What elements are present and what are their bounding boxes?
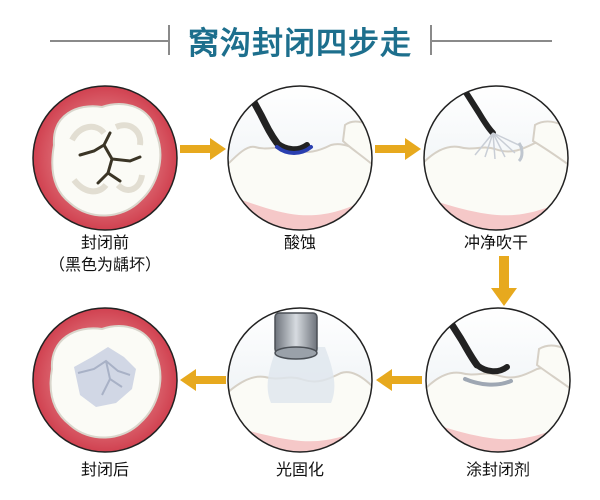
step-before-sealing <box>32 85 178 231</box>
step-label-acid: 酸蚀 <box>215 232 385 254</box>
step-title-after: 封闭后 <box>80 460 129 479</box>
step-label-rinse: 冲净吹干 <box>411 232 581 254</box>
step-title-rinse: 冲净吹干 <box>463 233 528 252</box>
acid-etch-icon <box>227 85 373 231</box>
tooth-caries-icon <box>32 85 178 231</box>
step-acid-etch <box>227 85 373 231</box>
step-label-sealant: 涂封闭剂 <box>413 459 583 481</box>
arrow-right-icon <box>180 138 226 160</box>
step-title-cure: 光固化 <box>275 460 324 479</box>
step-title-before: 封闭前 <box>80 233 129 252</box>
step-label-cure: 光固化 <box>215 459 385 481</box>
title-rule-right <box>432 40 552 42</box>
arrow-down-icon <box>491 256 517 306</box>
apply-sealant-icon <box>425 307 571 453</box>
rinse-dry-icon <box>423 85 569 231</box>
title-tick-left <box>168 25 170 55</box>
step-after-sealing <box>32 307 178 453</box>
step-light-cure <box>227 307 373 453</box>
arrow-left-icon <box>376 369 422 391</box>
title-tick-right <box>430 25 432 55</box>
caries-note: （黑色为龋坏） <box>48 255 161 274</box>
title-rule-left <box>50 40 168 42</box>
step-apply-sealant <box>425 307 571 453</box>
step-title-sealant: 涂封闭剂 <box>465 460 530 479</box>
arrow-right-icon <box>375 138 421 160</box>
step-label-before: 封闭前 （黑色为龋坏） <box>20 232 190 276</box>
step-title-acid: 酸蚀 <box>283 233 316 252</box>
step-rinse-dry <box>423 85 569 231</box>
sealed-tooth-icon <box>32 307 178 453</box>
step-label-after: 封闭后 <box>20 459 190 481</box>
light-cure-icon <box>227 307 373 453</box>
arrow-left-icon <box>180 369 226 391</box>
header: 窝沟封闭四步走 <box>0 0 600 80</box>
page-title: 窝沟封闭四步走 <box>188 26 412 62</box>
